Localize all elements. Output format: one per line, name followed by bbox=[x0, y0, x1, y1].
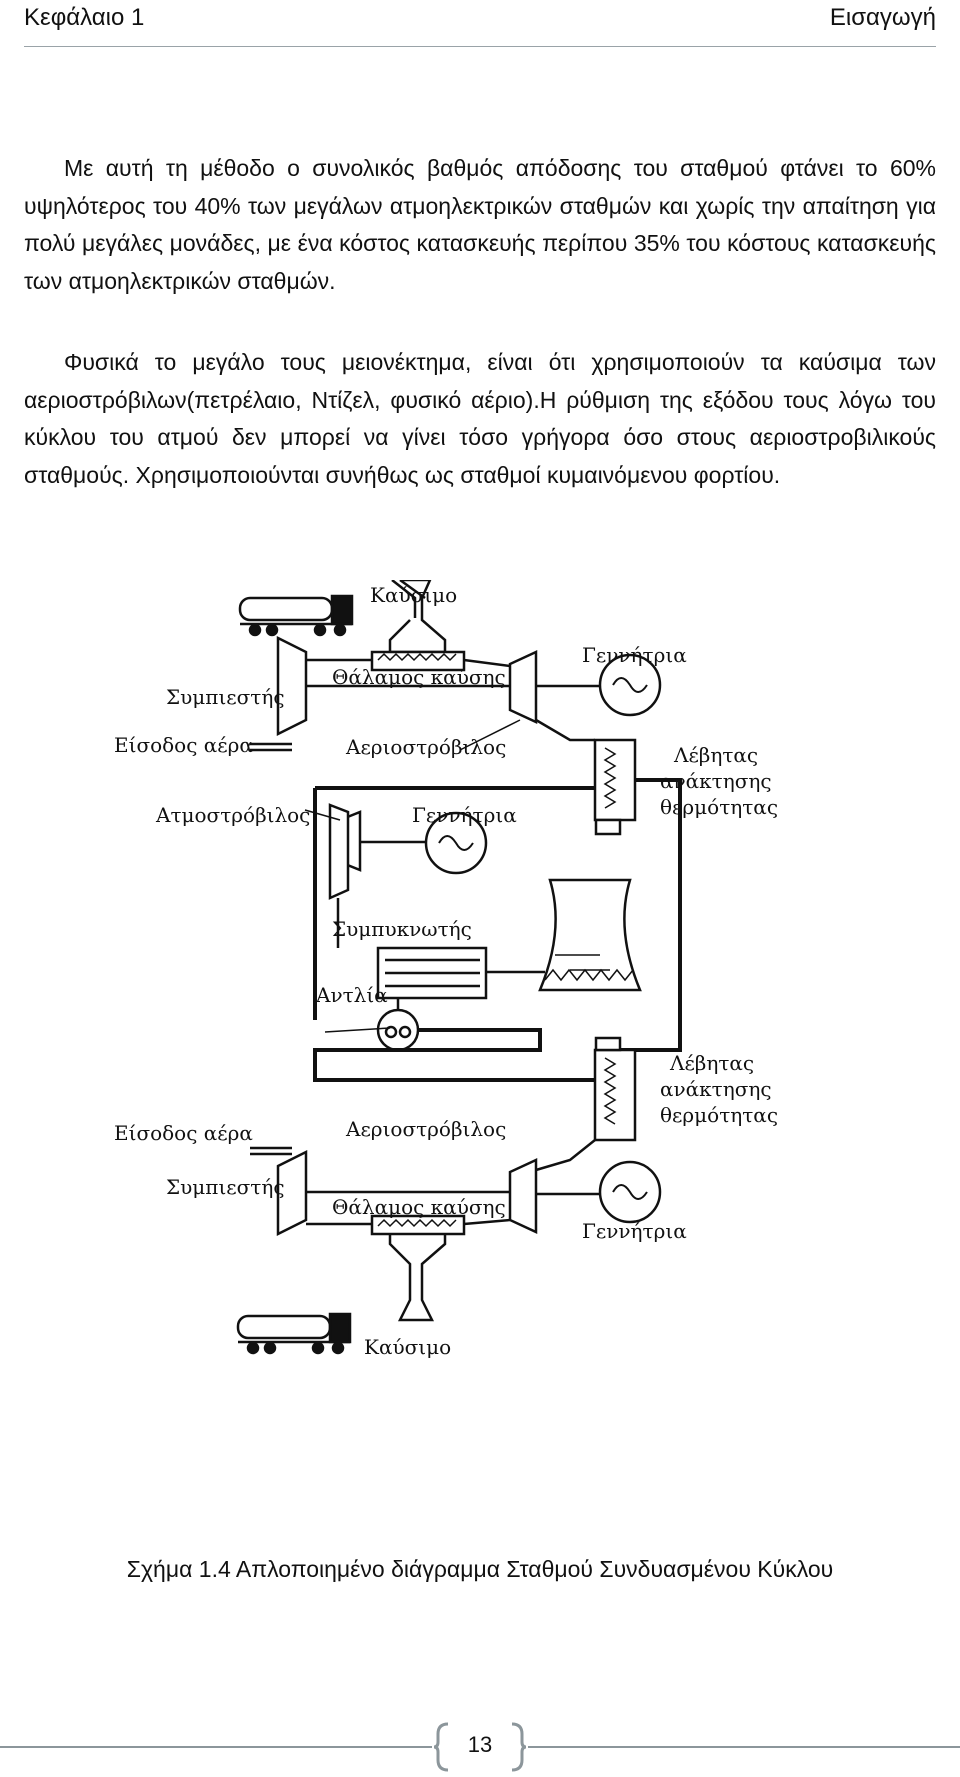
section-label: Εισαγωγή bbox=[829, 4, 936, 31]
label-boiler-bot-1: Λέβητας bbox=[669, 1051, 754, 1075]
page-number: 13 bbox=[467, 1732, 493, 1757]
page-header: Κεφάλαιο 1 Εισαγωγή bbox=[24, 0, 936, 47]
label-boiler-bot-2: ανάκτησης bbox=[660, 1077, 772, 1101]
label-boiler-top-3: θερμότητας bbox=[660, 795, 778, 819]
label-fuel-bot: Καύσιμο bbox=[364, 1335, 451, 1359]
paragraph-1: Με αυτή τη μέθοδο ο συνολικός βαθμός από… bbox=[24, 155, 936, 294]
label-boiler-top-1: Λέβητας bbox=[673, 743, 758, 767]
label-generator-bot: Γεννήτρια bbox=[582, 1219, 687, 1243]
label-boiler-top-2: ανάκτησης bbox=[660, 769, 772, 793]
chapter-label: Κεφάλαιο 1 bbox=[24, 4, 145, 31]
label-combustion-bot: Θάλαμος καύσης bbox=[332, 1195, 506, 1219]
label-air-inlet-top: Είσοδος αέρα bbox=[114, 733, 253, 757]
figure-caption: Σχήμα 1.4 Απλοποιημένο διάγραμμα Σταθμού… bbox=[126, 1556, 834, 1582]
footer-rule-left bbox=[0, 1746, 432, 1748]
label-boiler-bot-3: θερμότητας bbox=[660, 1103, 778, 1127]
label-fuel-top: Καύσιμο bbox=[370, 583, 457, 607]
label-gas-turbine-top: Αεριοστρόβιλος bbox=[345, 735, 506, 759]
label-generator-mid: Γεννήτρια bbox=[412, 803, 517, 827]
footer-rule-right bbox=[528, 1746, 960, 1748]
label-gas-turbine-bot: Αεριοστρόβιλος bbox=[345, 1117, 506, 1141]
label-combustion-top: Θάλαμος καύσης bbox=[332, 665, 506, 689]
label-compressor-top: Συμπιεστής bbox=[166, 685, 285, 709]
fuel-truck-top-icon bbox=[238, 594, 354, 637]
label-condenser: Συμπυκνωτής bbox=[332, 917, 472, 941]
combined-cycle-diagram: Καύσιμο Γεννήτρια Θάλαμος καύσης Συμπιεσ… bbox=[114, 580, 778, 1359]
paragraph-2: Φυσικά το μεγάλο τους μειονέκτημα, είναι… bbox=[24, 349, 936, 488]
page-number-bracket bbox=[434, 1722, 526, 1772]
label-air-inlet-bot: Είσοδος αέρα bbox=[114, 1121, 253, 1145]
label-pump: Αντλία bbox=[315, 983, 388, 1007]
label-generator-top: Γεννήτρια bbox=[582, 643, 687, 667]
label-steam-turbine: Ατμοστρόβιλος bbox=[155, 803, 310, 827]
label-compressor-bot: Συμπιεστής bbox=[166, 1175, 285, 1199]
fuel-truck-bottom-icon bbox=[236, 1312, 352, 1355]
